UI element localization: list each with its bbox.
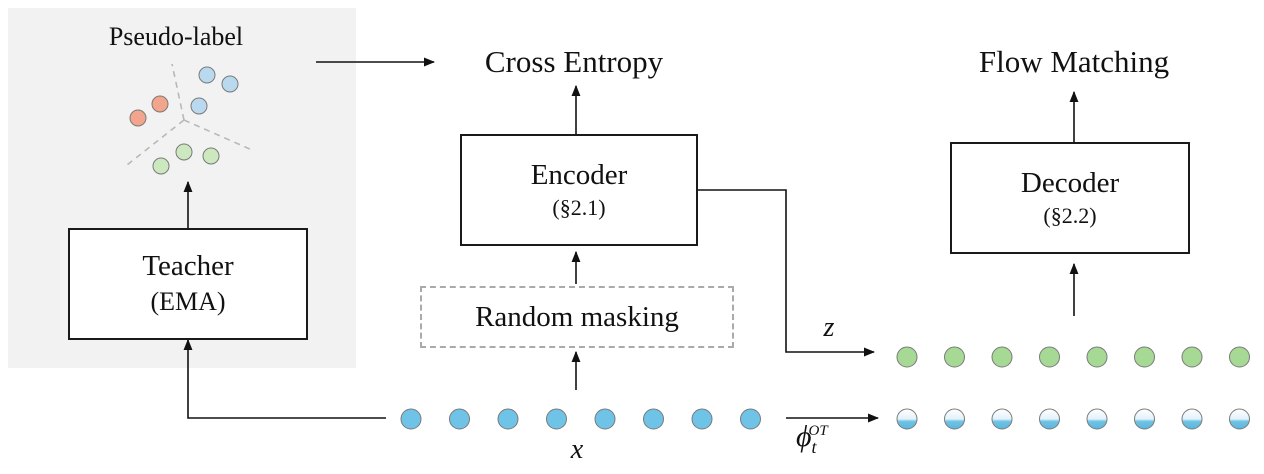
input-token: [740, 408, 761, 430]
cluster-dividers: [126, 63, 253, 166]
latent-token: [991, 346, 1013, 368]
teacher-subtitle: (EMA): [150, 287, 226, 316]
input-token: [400, 408, 422, 430]
pseudo-label-clusters: [129, 66, 239, 175]
cluster-point: [151, 95, 169, 113]
cross-entropy-label: Cross Entropy: [484, 44, 664, 79]
latent-token: [896, 346, 918, 368]
flow-matching-label: Flow Matching: [978, 44, 1170, 79]
noisy-token: [1134, 408, 1155, 430]
arrow-input-to-teacher: [183, 338, 386, 419]
teacher-box: Teacher (EMA): [68, 228, 308, 340]
latent-token-row: [896, 346, 1250, 368]
input-token: [497, 408, 519, 430]
noisy-token: [1229, 408, 1250, 430]
cluster-point: [152, 157, 170, 175]
pseudo-label-title: Pseudo-label: [108, 22, 244, 51]
symbol-phi: ϕ: [796, 420, 812, 453]
latent-token: [1086, 346, 1108, 368]
symbol-z: z: [823, 312, 835, 343]
decoder-box: Decoder (§2.2): [950, 142, 1190, 254]
teacher-title: Teacher: [142, 250, 234, 282]
noisy-token: [896, 408, 918, 430]
arrow-encoder-to-latent: [698, 189, 876, 357]
input-token-row: [400, 408, 761, 430]
symbol-phi-t-ot: ϕtOT: [796, 420, 866, 458]
random-masking-box: Random masking: [420, 286, 734, 348]
encoder-box: Encoder (§2.1): [460, 134, 698, 246]
decoder-title: Decoder: [1020, 167, 1120, 199]
input-token: [594, 408, 616, 430]
latent-token: [1181, 346, 1203, 368]
symbol-phi-sub: t: [811, 437, 817, 457]
cluster-point: [129, 109, 147, 127]
noisy-token: [1039, 408, 1060, 430]
input-token: [546, 408, 567, 430]
input-token: [691, 408, 713, 430]
symbol-phi-sup: OT: [808, 423, 828, 439]
symbol-x: x: [570, 434, 584, 465]
cluster-divider-left: [126, 119, 185, 166]
noisy-token-row: [896, 408, 1250, 430]
input-token: [643, 408, 664, 430]
latent-token: [1229, 346, 1250, 368]
cluster-divider-top: [171, 63, 185, 121]
latent-token: [944, 346, 965, 368]
cluster-point: [175, 143, 193, 161]
input-token: [449, 408, 470, 430]
cluster-point: [202, 147, 220, 165]
noisy-token: [1086, 408, 1108, 430]
cluster-divider-right: [183, 119, 253, 151]
encoder-subtitle: (§2.1): [552, 195, 606, 220]
noisy-token: [944, 408, 965, 430]
noisy-token: [1181, 408, 1203, 430]
encoder-title: Encoder: [530, 159, 628, 191]
cluster-point: [221, 75, 239, 93]
cluster-point: [198, 66, 216, 84]
cluster-point: [190, 97, 208, 115]
decoder-subtitle: (§2.2): [1043, 203, 1097, 228]
latent-token: [1134, 346, 1155, 368]
noisy-token: [991, 408, 1013, 430]
latent-token: [1039, 346, 1060, 368]
